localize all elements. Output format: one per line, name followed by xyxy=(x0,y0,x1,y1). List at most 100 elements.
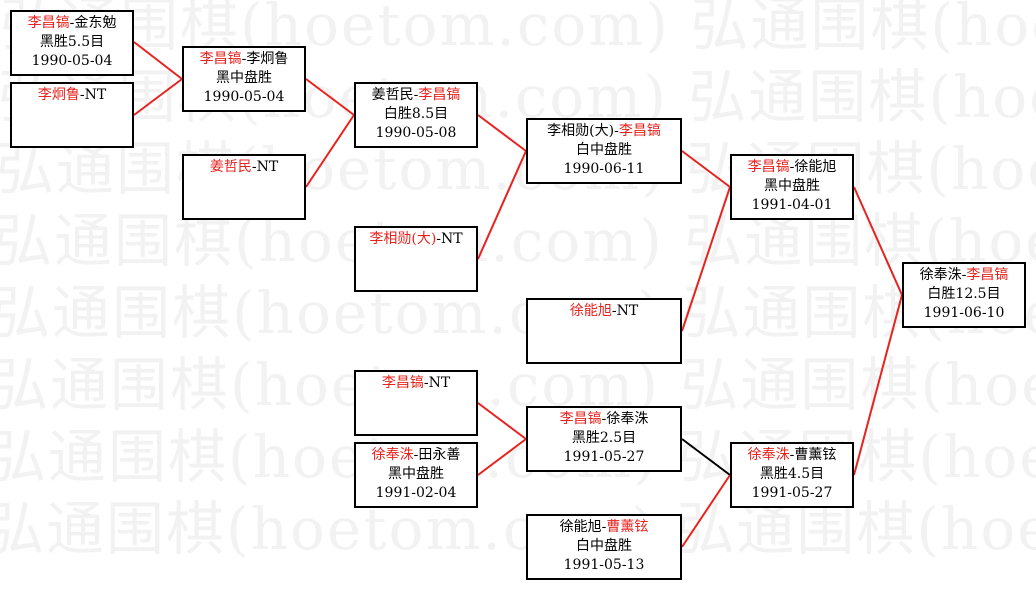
player-two: 李昌镐 xyxy=(966,267,1009,283)
player-two: 徐奉洙 xyxy=(606,411,649,427)
match-date: 1990-05-04 xyxy=(203,89,285,105)
match-date: 1991-05-27 xyxy=(751,485,833,501)
match-box: 徐能旭-曹薰铉 白中盘胜 1991-05-13 xyxy=(526,514,682,580)
player-one: 李炯鲁 xyxy=(37,87,80,103)
player-one: 李昌镐 xyxy=(381,375,424,391)
match-date: 1990-05-08 xyxy=(375,125,457,141)
players-line: 徐能旭-曹薰铉 xyxy=(528,518,680,537)
match-date: 1991-04-01 xyxy=(751,197,833,213)
player-one: 李昌镐 xyxy=(27,15,70,31)
separator: - xyxy=(789,159,795,175)
player-one: 徐奉洙 xyxy=(371,447,414,463)
player-one: 李昌镐 xyxy=(559,411,602,427)
players-line: 李昌镐-NT xyxy=(356,374,476,393)
separator: - xyxy=(423,375,429,391)
connector-line xyxy=(133,78,183,116)
connector-line xyxy=(305,114,355,188)
players-line: 李炯鲁-NT xyxy=(12,86,132,105)
players-line: 李相勋(大)-李昌镐 xyxy=(528,122,680,141)
players-line: 姜哲民-李昌镐 xyxy=(356,86,476,105)
player-two: NT xyxy=(84,87,107,103)
match-result: 黑中盘胜 xyxy=(216,70,272,86)
match-result: 白胜8.5目 xyxy=(383,106,449,122)
separator: - xyxy=(69,15,75,31)
connector-line-loss xyxy=(681,438,731,476)
separator: - xyxy=(436,231,442,247)
players-line: 李相勋(大)-NT xyxy=(356,230,476,249)
player-two: NT xyxy=(256,159,279,175)
final-match-box: 徐奉洙-李昌镐 白胜12.5目 1991-06-10 xyxy=(902,262,1026,328)
match-result: 黑胜4.5目 xyxy=(759,466,825,482)
match-date: 1991-05-13 xyxy=(563,557,645,573)
player-two: 曹薰铉 xyxy=(606,519,649,535)
connector-line xyxy=(853,294,903,476)
match-box: 李昌镐-NT xyxy=(354,370,478,436)
separator: - xyxy=(413,447,419,463)
match-result: 白中盘胜 xyxy=(576,538,632,554)
match-box: 李昌镐-徐能旭 黑中盘胜 1991-04-01 xyxy=(730,154,854,220)
player-two: 田永善 xyxy=(418,447,461,463)
match-result: 黑中盘胜 xyxy=(764,178,820,194)
separator: - xyxy=(789,447,795,463)
match-box: 李昌镐-徐奉洙 黑胜2.5目 1991-05-27 xyxy=(526,406,682,472)
player-two: 曹薰铉 xyxy=(794,447,837,463)
players-line: 徐能旭-NT xyxy=(528,302,680,321)
connector-line xyxy=(477,402,527,440)
players-line: 李昌镐-徐奉洙 xyxy=(528,410,680,429)
match-result: 白胜12.5目 xyxy=(927,286,1001,302)
connector-line xyxy=(133,41,183,80)
player-one: 李昌镐 xyxy=(199,51,242,67)
separator: - xyxy=(961,267,967,283)
match-date: 1990-05-04 xyxy=(31,53,113,69)
match-box: 李炯鲁-NT xyxy=(10,82,134,148)
match-box: 徐奉洙-曹薰铉 黑胜4.5目 1991-05-27 xyxy=(730,442,854,508)
connector-line xyxy=(305,78,355,116)
match-box: 李昌镐-李炯鲁 黑中盘胜 1990-05-04 xyxy=(182,46,306,112)
player-one: 李相勋(大) xyxy=(369,231,437,247)
player-one: 徐能旭 xyxy=(569,303,612,319)
player-one: 姜哲民 xyxy=(371,87,414,103)
player-two: 李昌镐 xyxy=(618,123,661,139)
separator: - xyxy=(251,159,257,175)
connector-line xyxy=(681,150,731,188)
match-box: 李相勋(大)-李昌镐 白中盘胜 1990-06-11 xyxy=(526,118,682,184)
player-one: 姜哲民 xyxy=(209,159,252,175)
separator: - xyxy=(614,123,619,139)
players-line: 徐奉洙-田永善 xyxy=(356,446,476,465)
player-one: 李昌镐 xyxy=(747,159,790,175)
match-box: 李昌镐-金东勉 黑胜5.5目 1990-05-04 xyxy=(10,10,134,76)
player-two: NT xyxy=(616,303,639,319)
players-line: 姜哲民-NT xyxy=(184,158,304,177)
connector-line xyxy=(853,186,903,296)
match-box: 李相勋(大)-NT xyxy=(354,226,478,292)
separator: - xyxy=(611,303,617,319)
connector-line xyxy=(477,438,527,476)
match-box: 徐奉洙-田永善 黑中盘胜 1991-02-04 xyxy=(354,442,478,508)
connector-line xyxy=(477,114,527,152)
connector-line xyxy=(681,474,731,548)
match-date: 1991-02-04 xyxy=(375,485,457,501)
match-date: 1991-06-10 xyxy=(923,305,1005,321)
players-line: 李昌镐-徐能旭 xyxy=(732,158,852,177)
separator: - xyxy=(79,87,85,103)
players-line: 李昌镐-金东勉 xyxy=(12,14,132,33)
separator: - xyxy=(601,519,607,535)
separator: - xyxy=(413,87,419,103)
players-line: 李昌镐-李炯鲁 xyxy=(184,50,304,69)
player-two: NT xyxy=(428,375,451,391)
match-date: 1990-06-11 xyxy=(563,161,645,177)
player-one: 李相勋(大) xyxy=(547,123,615,139)
player-two: NT xyxy=(441,231,463,247)
match-box: 徐能旭-NT xyxy=(526,298,682,364)
separator: - xyxy=(241,51,247,67)
player-two: 金东勉 xyxy=(74,15,117,31)
player-two: 徐能旭 xyxy=(794,159,837,175)
match-box: 姜哲民-李昌镐 白胜8.5目 1990-05-08 xyxy=(354,82,478,148)
match-result: 白中盘胜 xyxy=(576,142,632,158)
player-two: 李炯鲁 xyxy=(246,51,289,67)
connector-line xyxy=(477,150,527,260)
player-one: 徐奉洙 xyxy=(747,447,790,463)
player-one: 徐能旭 xyxy=(559,519,602,535)
player-two: 李昌镐 xyxy=(418,87,461,103)
